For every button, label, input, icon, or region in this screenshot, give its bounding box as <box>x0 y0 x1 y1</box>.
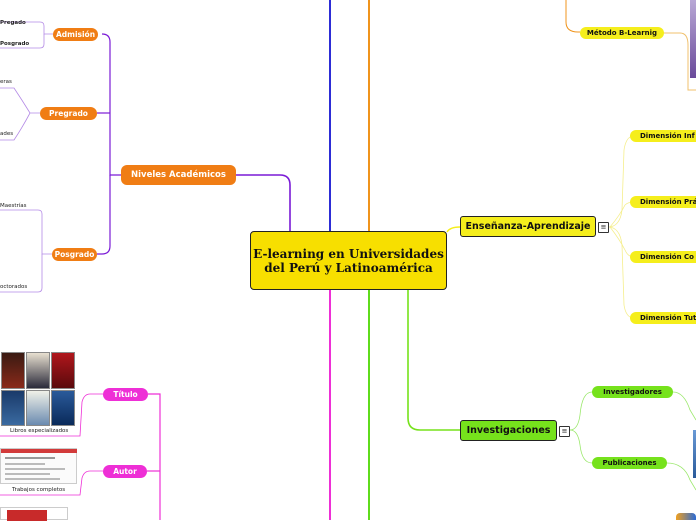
note-icon[interactable]: ≡ <box>559 426 570 437</box>
node-investigadores-label: Investigadores <box>603 388 662 396</box>
leaf-modalidades[interactable]: ades <box>0 131 14 137</box>
node-autor-label: Autor <box>113 467 137 476</box>
node-dimension-4-label: Dimensión Tut <box>640 314 696 322</box>
leaf-posgrado[interactable]: Posgrado <box>0 41 30 47</box>
libros-image[interactable] <box>0 352 76 426</box>
node-investigaciones-label: Investigaciones <box>466 425 551 436</box>
leaf-doctorados[interactable]: octorados <box>0 284 28 290</box>
node-posgrado-label: Posgrado <box>54 250 95 259</box>
node-autor[interactable]: Autor <box>103 465 147 478</box>
node-titulo[interactable]: Título <box>103 388 148 401</box>
node-dimension-2[interactable]: Dimensión Prá <box>630 196 696 208</box>
node-pregrado-label: Pregrado <box>49 109 88 118</box>
note-icon[interactable]: ≡ <box>598 222 609 233</box>
node-publicaciones[interactable]: Publicaciones <box>592 457 667 469</box>
leaf-maestrias[interactable]: Maestrías <box>0 203 27 209</box>
node-dimension-3-label: Dimensión Co <box>640 253 694 261</box>
node-investigaciones[interactable]: Investigaciones <box>460 420 557 441</box>
leaf-pregado[interactable]: Pregado <box>0 20 26 26</box>
libros-caption: Libros especializados <box>10 428 69 434</box>
investigadores-image[interactable] <box>693 430 696 478</box>
node-titulo-label: Título <box>113 390 138 399</box>
central-topic[interactable]: E-learning en Universidades del Perú y L… <box>250 231 447 290</box>
node-metodo-label: Método B-Learnig <box>586 29 658 37</box>
trabajos-image[interactable] <box>0 448 77 484</box>
node-admision-label: Admisión <box>55 30 96 39</box>
node-metodo-b-learnig[interactable]: Método B-Learnig <box>580 27 664 39</box>
metodo-image[interactable] <box>690 0 696 78</box>
node-dimension-4[interactable]: Dimensión Tut <box>630 312 696 324</box>
node-dimension-1-label: Dimensión Inf <box>640 132 695 140</box>
node-investigadores[interactable]: Investigadores <box>592 386 673 398</box>
node-admision[interactable]: Admisión <box>53 28 98 41</box>
node-posgrado[interactable]: Posgrado <box>52 248 97 261</box>
node-dimension-3[interactable]: Dimensión Co <box>630 251 696 263</box>
node-dimension-2-label: Dimensión Prá <box>640 198 696 206</box>
trabajos-caption: Trabajos completos <box>12 487 66 493</box>
node-niveles-academicos[interactable]: Niveles Académicos <box>121 165 236 185</box>
node-ensenanza-label: Enseñanza-Aprendizaje <box>465 221 591 232</box>
node-pregrado[interactable]: Pregrado <box>40 107 97 120</box>
node-publicaciones-label: Publicaciones <box>602 459 657 467</box>
publicaciones-image[interactable] <box>676 513 696 520</box>
partial-image[interactable] <box>0 507 68 521</box>
node-dimension-1[interactable]: Dimensión Inf <box>630 130 696 142</box>
node-niveles-academicos-label: Niveles Académicos <box>131 170 226 180</box>
leaf-carreras[interactable]: eras <box>0 79 12 85</box>
node-ensenanza-aprendizaje[interactable]: Enseñanza-Aprendizaje <box>460 216 596 237</box>
central-topic-label: E-learning en Universidades del Perú y L… <box>253 246 444 275</box>
